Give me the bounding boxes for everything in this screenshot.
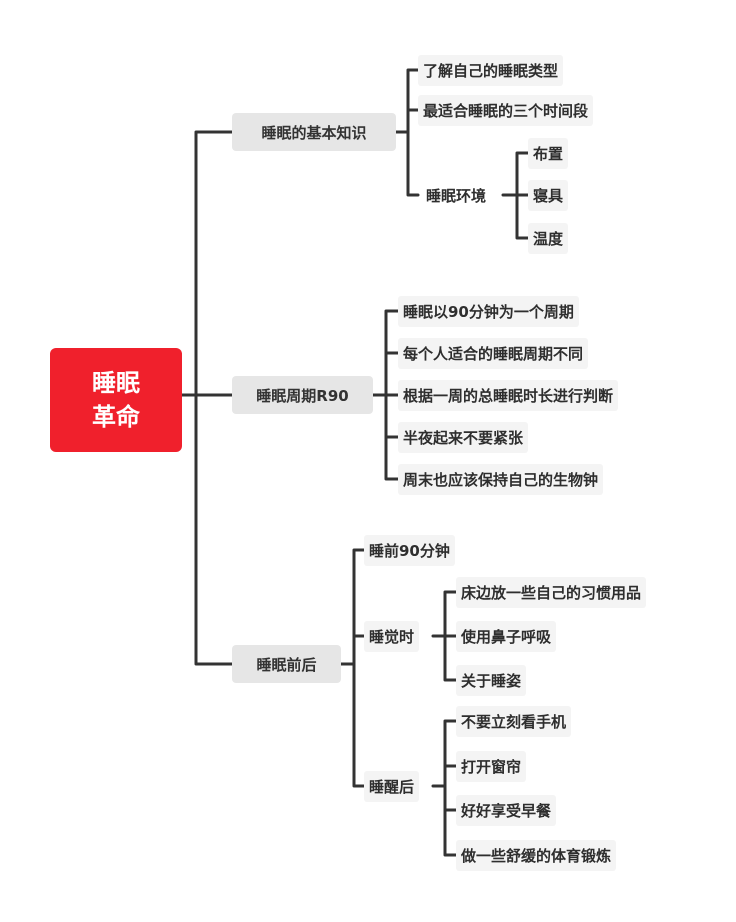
link-branch-before-after (339, 548, 366, 788)
link-sleeping-time (431, 590, 458, 682)
topic-weekend-clock[interactable]: 周末也应该保持自己的生物钟 (398, 464, 604, 495)
topic-no-phone[interactable]: 不要立刻看手机 (456, 706, 572, 737)
branch-before-after-sleep[interactable]: 睡眠前后 (232, 645, 341, 683)
root-title-line1: 睡眠 (92, 369, 140, 397)
topic-breakfast[interactable]: 好好享受早餐 (456, 795, 557, 826)
topic-sleep-type[interactable]: 了解自己的睡眠类型 (418, 55, 564, 86)
root-topic[interactable]: 睡眠 革命 (50, 348, 182, 452)
topic-after-waking[interactable]: 睡醒后 (364, 771, 420, 802)
link-after-waking (431, 719, 458, 857)
topic-sleep-environment[interactable]: 睡眠环境 (426, 187, 487, 205)
topic-best-time-slots[interactable]: 最适合睡眠的三个时间段 (418, 95, 594, 126)
branch-sleep-basics[interactable]: 睡眠的基本知识 (232, 113, 396, 151)
topic-while-sleeping[interactable]: 睡觉时 (364, 621, 420, 652)
branch-sleep-cycle-r90[interactable]: 睡眠周期R90 (232, 376, 373, 414)
topic-90min-cycle[interactable]: 睡眠以90分钟为一个周期 (398, 296, 579, 327)
topic-bedside-items[interactable]: 床边放一些自己的习惯用品 (456, 577, 647, 608)
topic-personal-cycles[interactable]: 每个人适合的睡眠周期不同 (398, 338, 589, 369)
topic-layout[interactable]: 布置 (528, 138, 569, 169)
topic-night-waking[interactable]: 半夜起来不要紧张 (398, 422, 529, 453)
link-branch-knowledge (394, 68, 420, 197)
root-title-line2: 革命 (92, 403, 140, 431)
link-root-branches (180, 130, 234, 666)
topic-gentle-exercise[interactable]: 做一些舒缓的体育锻炼 (456, 840, 617, 871)
topic-open-curtains[interactable]: 打开窗帘 (456, 751, 527, 782)
topic-sleep-posture[interactable]: 关于睡姿 (456, 665, 527, 696)
link-branch-cycle (371, 309, 400, 481)
topic-90min-before-sleep[interactable]: 睡前90分钟 (364, 535, 455, 566)
topic-weekly-total[interactable]: 根据一周的总睡眠时长进行判断 (398, 380, 619, 411)
topic-temperature[interactable]: 温度 (528, 223, 569, 254)
link-sleep-environment (501, 151, 530, 240)
topic-bedding[interactable]: 寝具 (528, 180, 569, 211)
topic-nose-breathing[interactable]: 使用鼻子呼吸 (456, 621, 557, 652)
